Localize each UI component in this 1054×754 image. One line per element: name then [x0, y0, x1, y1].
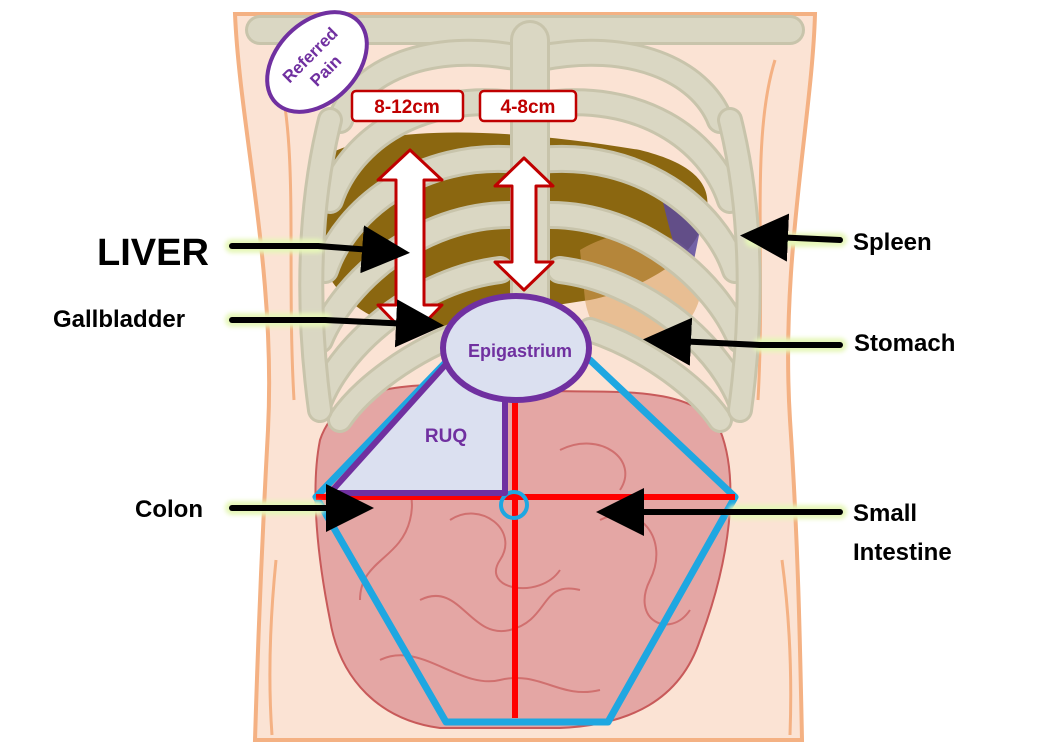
- epigastric-span-text: 4-8cm: [501, 97, 556, 118]
- umbilicus-marker: [499, 490, 529, 520]
- spleen-pointer-line: [740, 213, 843, 262]
- stomach-label: Stomach: [854, 330, 955, 357]
- referred-pain-bubble: Referred Pain: [265, 10, 369, 114]
- liver-span-box: [350, 89, 465, 123]
- torso-contour-waist-left: [268, 559, 278, 736]
- epigastric-span-arrow: [493, 156, 555, 292]
- torso-contour-waist-right: [780, 559, 793, 736]
- gallbladder-label: Gallbladder: [53, 306, 185, 333]
- region-overlays: RUQ Epigastrium: [312, 293, 739, 726]
- colon-label: Colon: [135, 496, 203, 523]
- ruq-label: RUQ: [425, 426, 467, 447]
- epigastric-span-box: [478, 89, 578, 123]
- liver-label: LIVER: [97, 232, 209, 274]
- organ-labels: LIVER Gallbladder Colon Spleen Stomach S…: [53, 229, 955, 566]
- pointer-arrows: [225, 213, 847, 536]
- measurement-boxes: 8-12cm 4-8cm: [350, 89, 578, 123]
- epigastrium-label: Epigastrium: [468, 341, 572, 361]
- spleen-label: Spleen: [853, 229, 932, 256]
- liver-pointer-inner: [315, 225, 410, 274]
- epigastrium-region: [440, 293, 592, 403]
- gallbladder-pointer-inner: [322, 299, 444, 348]
- liver-span-text: 8-12cm: [374, 97, 440, 118]
- small-intestine-label-line2: Intestine: [853, 539, 952, 566]
- small-intestine-label-line1: Small: [853, 500, 917, 527]
- stomach-pointer-inner: [643, 317, 763, 366]
